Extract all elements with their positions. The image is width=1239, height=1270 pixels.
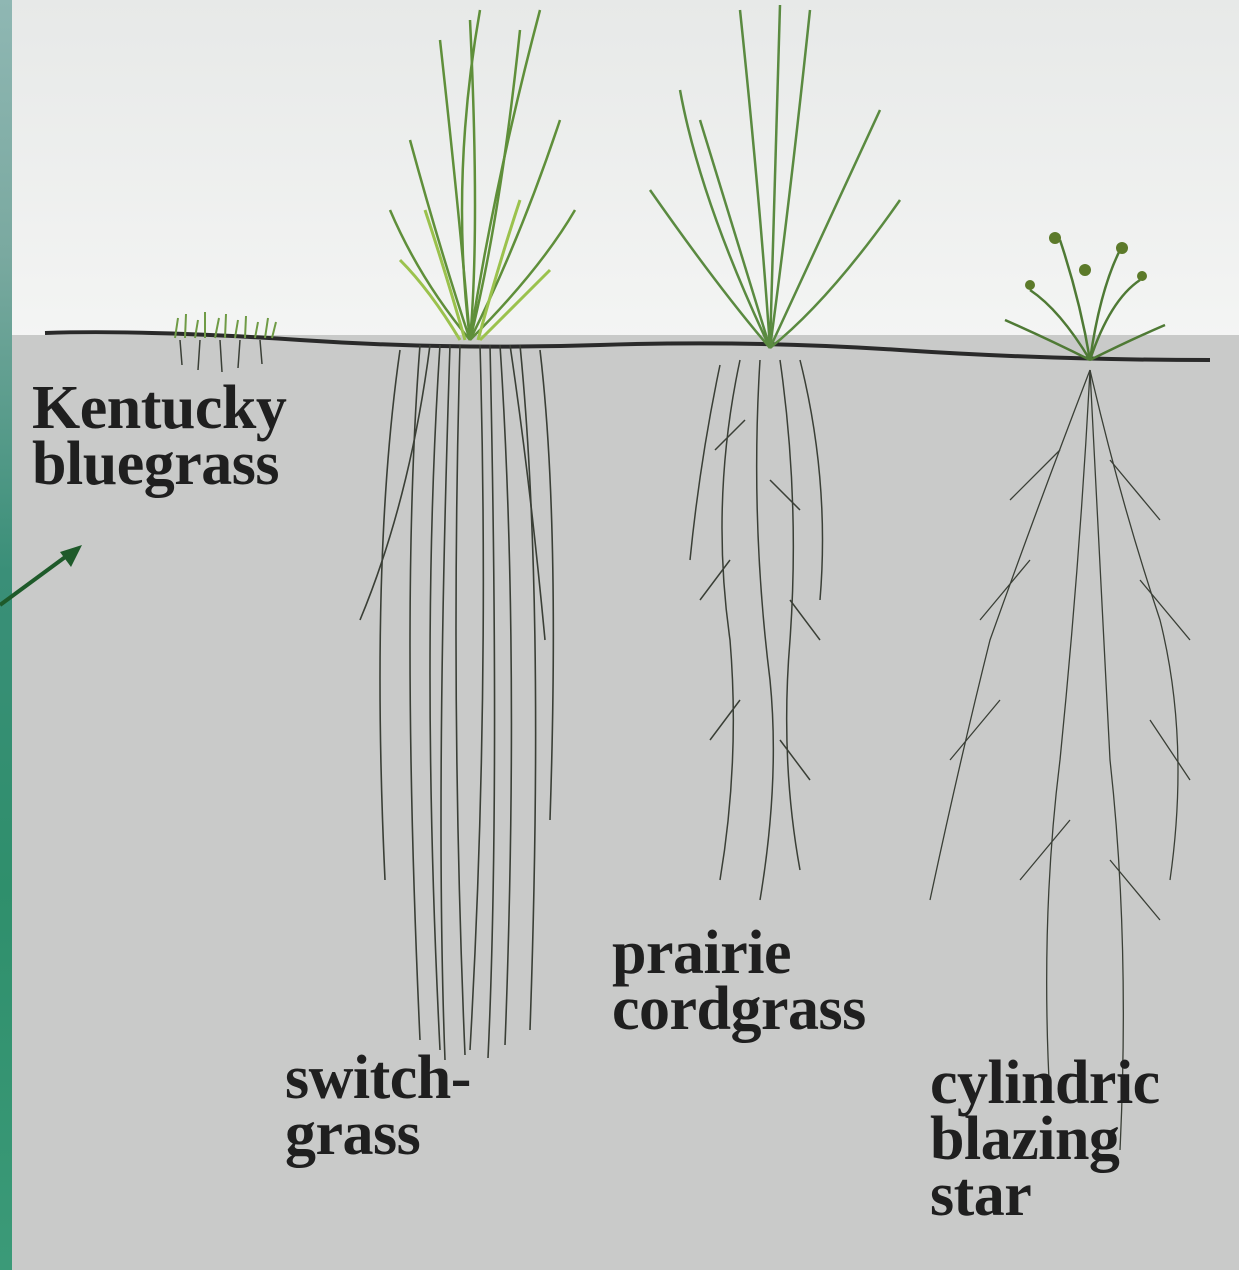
kentucky-bluegrass-plant	[175, 312, 276, 372]
cylindric-blazing-star-plant	[930, 232, 1190, 1150]
prairie-cordgrass-plant	[650, 5, 900, 900]
label-switchgrass: switch- grass	[285, 1050, 471, 1162]
label-prairie-cordgrass: prairie cordgrass	[612, 925, 866, 1037]
arrow	[0, 545, 82, 605]
label-kentucky-bluegrass: Kentucky bluegrass	[32, 380, 286, 492]
label-cylindric-blazing-star: cylindric blazing star	[930, 1055, 1160, 1223]
switchgrass-plant	[360, 10, 575, 1060]
